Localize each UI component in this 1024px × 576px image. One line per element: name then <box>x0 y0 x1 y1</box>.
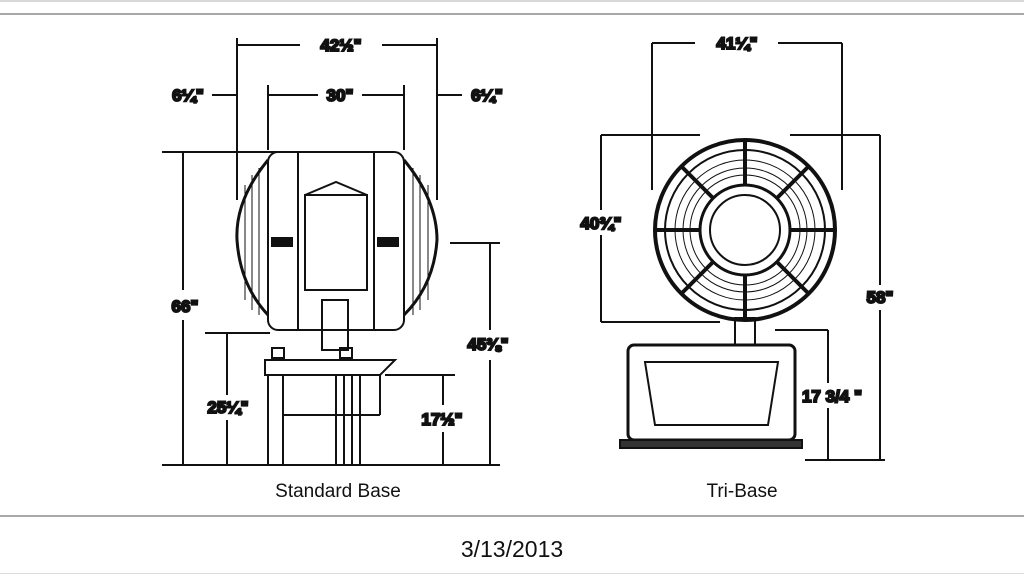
height-table-label: 17½" <box>421 410 462 429</box>
width-overall-label: 42½" <box>320 36 361 55</box>
tri-base-drawing <box>600 42 885 461</box>
bottom-divider <box>0 573 1024 574</box>
tri-lamp-height-label: 40¾" <box>580 214 621 233</box>
tri-overall-height-label: 58" <box>867 288 894 307</box>
height-center-label: 45⅜" <box>467 335 508 354</box>
tri-base-height-label: 17 3/4 " <box>802 387 862 406</box>
footer-divider <box>0 515 1024 517</box>
standard-base-caption: Standard Base <box>275 481 401 502</box>
header-divider <box>0 13 1024 15</box>
top-divider <box>0 0 1024 2</box>
side-left-label: 6¼" <box>172 86 204 105</box>
standard-base-labels: 42½" 30" 6¼" 6¼" 66" 25¼" 45⅜" 17½" Stan… <box>171 35 510 502</box>
tri-base-caption: Tri-Base <box>706 481 777 502</box>
tri-base-labels: 41¼" 40¾" 58" 17 3/4 " Tri-Base <box>579 33 894 502</box>
footer-date: 3/13/2013 <box>460 536 564 562</box>
tri-width-label: 41¼" <box>716 34 757 53</box>
width-drum-label: 30" <box>327 86 354 105</box>
side-right-label: 6¼" <box>471 86 503 105</box>
height-base-label: 25¼" <box>207 398 248 417</box>
searchlight-dimension-diagram: 42½" 30" 6¼" 6¼" 66" 25¼" 45⅜" 17½" Stan… <box>162 33 894 502</box>
height-overall-label: 66" <box>172 297 199 316</box>
standard-base-drawing <box>162 38 500 466</box>
